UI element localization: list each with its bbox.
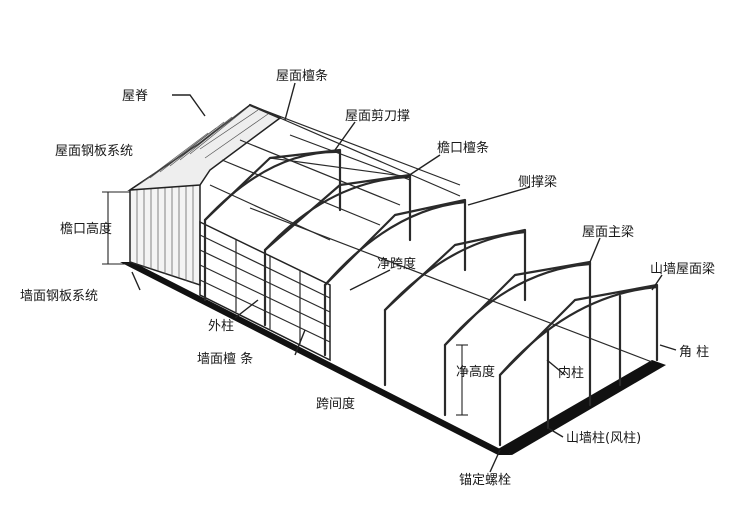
label-corner-column: 角 柱 bbox=[679, 345, 709, 360]
label-clear-height: 净高度 bbox=[456, 364, 495, 380]
foundation-slab bbox=[120, 207, 666, 455]
labels: 屋脊 屋面檀条 屋面剪刀撑 屋面钢板系统 檐口檀条 侧撑梁 檐口高度 屋面主梁 … bbox=[20, 68, 715, 488]
label-inner-column: 内柱 bbox=[558, 365, 584, 381]
label-clear-span: 净跨度 bbox=[377, 256, 416, 272]
label-wall-panel-system: 墙面钢板系统 bbox=[20, 289, 98, 304]
label-span: 跨间度 bbox=[316, 396, 355, 412]
label-anchor-bolt: 锚定螺栓 bbox=[459, 473, 511, 488]
label-gable-roof-beam: 山墙屋面梁 bbox=[650, 262, 715, 277]
label-outer-column: 外柱 bbox=[208, 319, 234, 334]
label-ridge: 屋脊 bbox=[122, 89, 148, 104]
eave-height-dimension bbox=[102, 191, 130, 265]
label-roof-bracing: 屋面剪刀撑 bbox=[345, 108, 410, 124]
label-side-strut-beam: 侧撑梁 bbox=[518, 175, 557, 190]
label-roof-main-beam: 屋面主梁 bbox=[582, 225, 634, 240]
label-roof-panel-system: 屋面钢板系统 bbox=[55, 144, 133, 159]
leader-lines bbox=[131, 82, 677, 473]
rigid-frames bbox=[203, 148, 659, 447]
clear-height-dimension bbox=[456, 344, 468, 416]
label-eave-purlin: 檐口檀条 bbox=[437, 140, 489, 156]
label-gable-column: 山墙柱(风柱) bbox=[566, 431, 641, 446]
label-eave-height: 檐口高度 bbox=[60, 221, 112, 237]
roof-bracing bbox=[269, 134, 411, 185]
label-roof-purlin: 屋面檀条 bbox=[276, 68, 328, 84]
label-wall-purlin: 墙面檀 条 bbox=[197, 351, 253, 367]
